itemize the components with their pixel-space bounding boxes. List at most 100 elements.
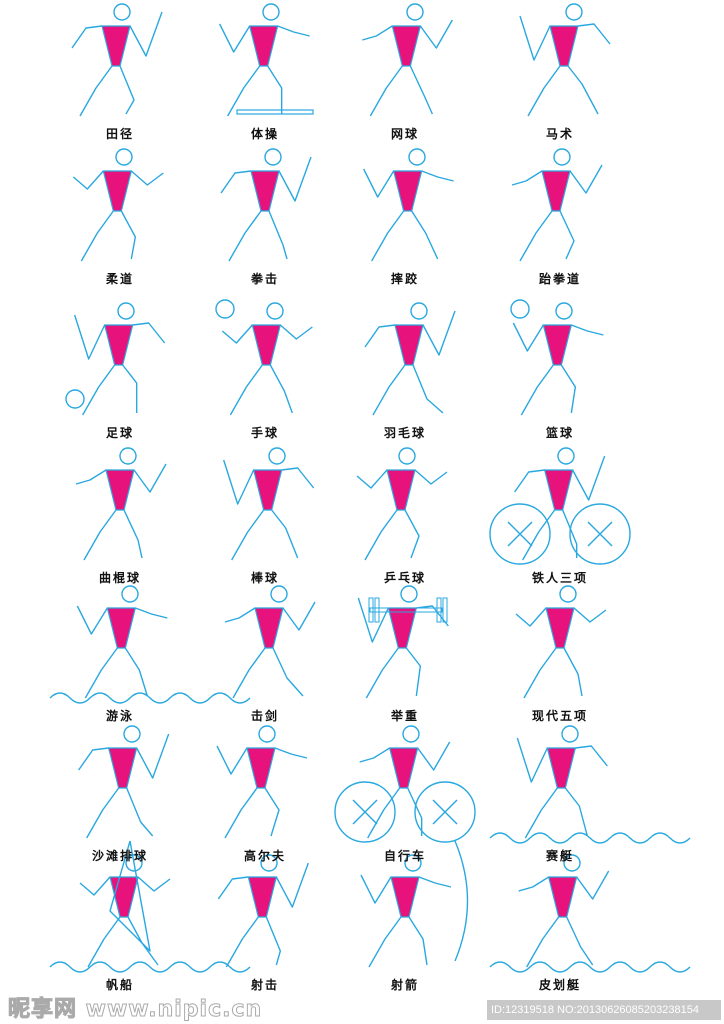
weight-plate-icon	[374, 597, 380, 623]
arm-left-icon	[76, 605, 108, 635]
spoke-icon	[507, 521, 533, 547]
leg-right-icon	[405, 647, 422, 697]
torso-icon	[102, 170, 133, 212]
torso-icon	[254, 607, 284, 649]
leg-right-icon	[567, 65, 599, 115]
arm-left-icon	[71, 25, 103, 49]
head-icon	[400, 585, 418, 603]
arm-right-icon	[577, 23, 611, 45]
arm-left-icon	[220, 170, 252, 194]
arm-right-icon	[133, 463, 167, 493]
leg-left-icon	[371, 210, 405, 262]
head-icon	[565, 3, 583, 21]
pictogram-23	[334, 725, 476, 843]
leg-left-icon	[524, 787, 558, 839]
leg-left-icon	[229, 364, 263, 416]
head-icon	[268, 447, 286, 465]
leg-right-icon	[271, 509, 299, 559]
spoke-icon	[352, 799, 378, 825]
arm-right-icon	[135, 607, 168, 619]
leg-right-icon	[122, 364, 138, 413]
pictogram-11	[364, 302, 456, 416]
torso-icon	[106, 607, 137, 649]
leg-right-icon	[559, 210, 575, 260]
leg-left-icon	[372, 364, 406, 416]
head-icon	[410, 302, 428, 320]
sport-label: 皮划艇	[538, 978, 581, 992]
arm-left-icon	[356, 469, 388, 489]
sport-label: 棒球	[250, 571, 279, 585]
torso-icon	[247, 876, 278, 918]
leg-left-icon	[520, 364, 554, 416]
pictogram-1	[71, 3, 163, 117]
pictogram-8	[511, 148, 603, 262]
torso-icon	[246, 747, 276, 789]
leg-left-icon	[231, 509, 265, 561]
head-icon	[258, 725, 276, 743]
sport-label: 沙滩排球	[91, 849, 148, 863]
sport-label: 体操	[250, 127, 279, 141]
sport-label: 足球	[105, 426, 134, 440]
sport-label: 羽毛球	[383, 426, 426, 440]
arm-left-icon	[222, 459, 255, 505]
arm-right-icon	[418, 876, 452, 888]
head-icon	[266, 302, 284, 320]
leg-right-icon	[564, 787, 589, 837]
leg-right-icon	[126, 787, 154, 837]
arm-left-icon	[216, 745, 248, 775]
head-icon	[561, 725, 579, 743]
arm-left-icon	[363, 168, 395, 198]
torso-icon	[105, 469, 135, 511]
sport-label: 高尔夫	[243, 849, 286, 863]
mat-icon	[236, 109, 314, 115]
pictogram-16	[489, 447, 631, 565]
head-icon	[563, 854, 581, 872]
torso-icon	[542, 324, 573, 366]
sport-label: 帆船	[105, 978, 134, 992]
arm-left-icon	[78, 747, 109, 771]
leg-left-icon	[224, 787, 258, 839]
arm-right-icon	[136, 733, 170, 779]
head-icon	[115, 148, 133, 166]
torso-icon	[386, 469, 416, 511]
arm-left-icon	[360, 874, 392, 904]
head-icon	[555, 302, 573, 320]
spoke-icon	[432, 799, 458, 825]
sport-label: 网球	[390, 127, 419, 141]
sport-label: 篮球	[545, 426, 574, 440]
torso-icon	[545, 607, 575, 649]
torso-icon	[107, 747, 138, 789]
head-icon	[119, 447, 137, 465]
leg-right-icon	[404, 509, 420, 559]
pictogram-3	[362, 3, 453, 117]
leg-left-icon	[79, 65, 113, 117]
arm-right-icon	[130, 170, 164, 186]
arm-right-icon	[279, 324, 313, 340]
leg-right-icon	[269, 364, 293, 414]
leg-left-icon	[367, 787, 401, 839]
leg-left-icon	[519, 210, 553, 262]
head-icon	[408, 148, 426, 166]
sport-label: 田径	[105, 127, 134, 141]
arm-right-icon	[281, 467, 315, 489]
arm-left-icon	[219, 23, 251, 53]
leg-right-icon	[124, 647, 149, 697]
leg-right-icon	[127, 916, 159, 966]
torso-icon	[248, 25, 279, 67]
leg-right-icon	[123, 509, 143, 559]
arm-right-icon	[137, 876, 171, 892]
pictogram-2	[219, 3, 314, 117]
wave-icon	[489, 961, 691, 973]
bow-icon	[454, 840, 469, 962]
head-icon	[117, 302, 135, 320]
leg-right-icon	[411, 210, 439, 260]
pictogram-18	[224, 585, 316, 699]
arm-left-icon	[357, 597, 389, 643]
leg-left-icon	[522, 509, 556, 561]
sport-label: 现代五项	[531, 709, 588, 723]
pictogram-5	[72, 148, 164, 262]
pictogram-7	[363, 148, 454, 262]
leg-left-icon	[523, 647, 557, 699]
torso-icon	[541, 170, 571, 212]
sport-label: 游泳	[105, 709, 134, 723]
